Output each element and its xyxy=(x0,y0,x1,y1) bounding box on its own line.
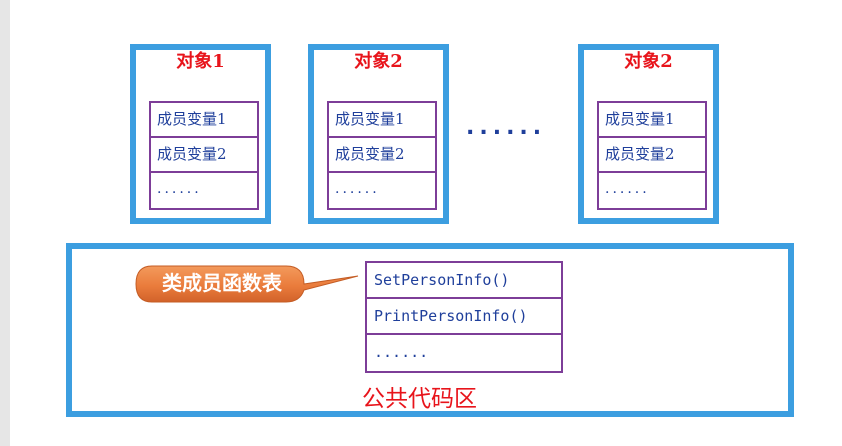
callout-label: 类成员函数表 xyxy=(162,271,282,295)
callout-bubble-shape xyxy=(135,265,359,303)
public-code-area: SetPersonInfo() PrintPersonInfo() ......… xyxy=(66,243,794,417)
member-function-table: SetPersonInfo() PrintPersonInfo() ...... xyxy=(365,261,563,373)
member-ellipsis-row: ...... xyxy=(605,181,650,197)
member-ellipsis-row: ...... xyxy=(157,181,202,197)
objects-ellipsis: ...... xyxy=(466,115,547,140)
object-box-2: 对象2 成员变量1 成员变量2 ...... xyxy=(308,44,449,224)
member-variable-row: 成员变量1 xyxy=(599,103,705,138)
member-function-ellipsis-row: ...... xyxy=(374,343,429,361)
member-variable-row: 成员变量2 xyxy=(329,138,435,173)
object-title: 对象2 xyxy=(624,51,673,72)
member-function-row: PrintPersonInfo() xyxy=(367,299,561,335)
object-box-3: 对象2 成员变量1 成员变量2 ...... xyxy=(578,44,719,224)
code-area-title: 公共代码区 xyxy=(362,386,477,412)
left-margin-strip xyxy=(0,0,10,446)
member-ellipsis-row: ...... xyxy=(335,181,380,197)
member-function-row: SetPersonInfo() xyxy=(367,263,561,299)
member-variable-row: 成员变量2 xyxy=(599,138,705,173)
member-variable-row: 成员变量1 xyxy=(151,103,257,138)
function-table-callout: 类成员函数表 xyxy=(134,263,359,305)
object-title: 对象1 xyxy=(176,51,225,72)
object-title: 对象2 xyxy=(354,51,403,72)
object-box-1: 对象1 成员变量1 成员变量2 ...... xyxy=(130,44,271,224)
member-variable-table: 成员变量1 成员变量2 ...... xyxy=(597,101,707,210)
member-variable-table: 成员变量1 成员变量2 ...... xyxy=(149,101,259,210)
member-variable-row: 成员变量2 xyxy=(151,138,257,173)
member-variable-row: 成员变量1 xyxy=(329,103,435,138)
member-variable-table: 成员变量1 成员变量2 ...... xyxy=(327,101,437,210)
